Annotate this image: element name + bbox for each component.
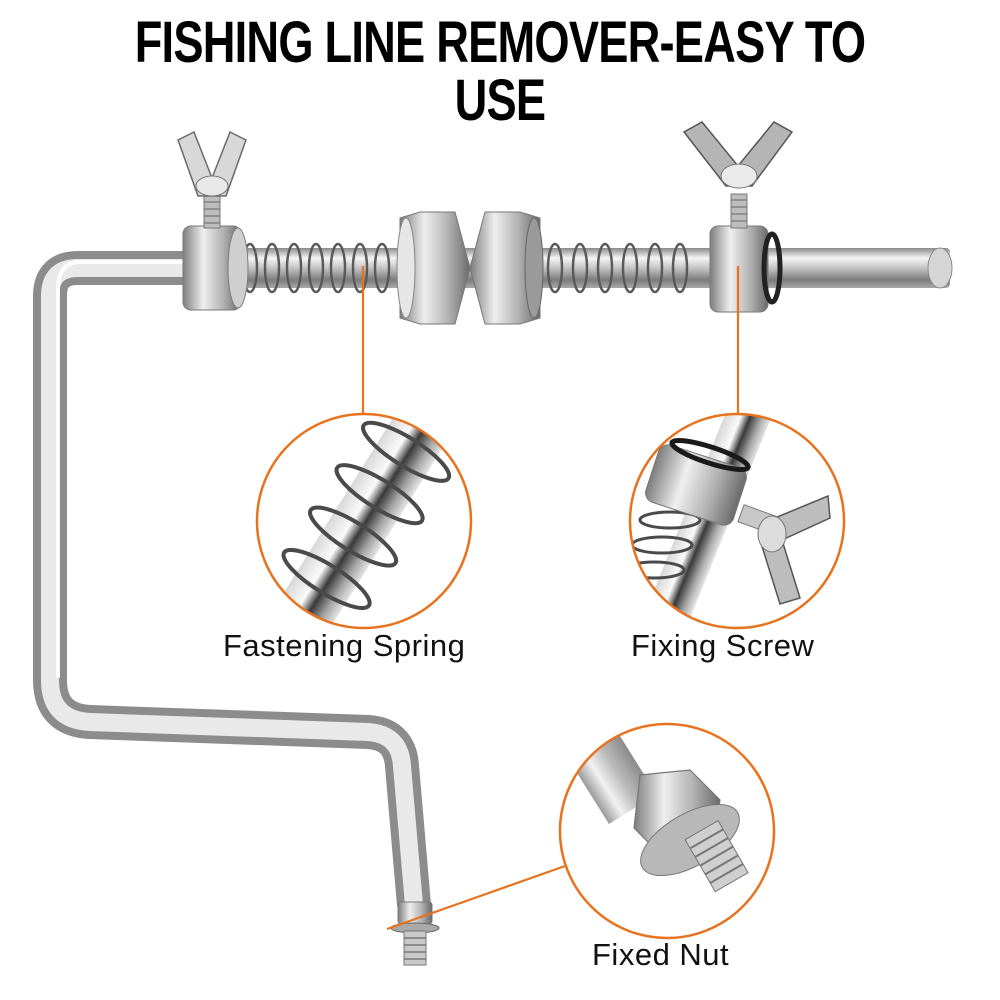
detail-circle-screw bbox=[628, 412, 846, 630]
callout-label-fixing-screw: Fixing Screw bbox=[631, 628, 815, 663]
leader-lines bbox=[361, 266, 740, 931]
spring-left bbox=[241, 242, 391, 294]
spring-right bbox=[546, 242, 689, 294]
right-wing-nut bbox=[682, 121, 794, 229]
leader-line-nut bbox=[386, 864, 566, 931]
callout-label-fastening-spring: Fastening Spring bbox=[223, 628, 466, 663]
left-wing-nut bbox=[177, 130, 247, 229]
fixed-nut bbox=[390, 901, 440, 966]
page-title: FISHING LINE REMOVER-EASY TO USE bbox=[134, 10, 866, 133]
center-spool bbox=[396, 211, 544, 325]
main-shaft bbox=[190, 247, 953, 289]
crank-handle bbox=[33, 251, 431, 907]
detail-circle-spring bbox=[255, 412, 473, 630]
callout-label-fixed-nut: Fixed Nut bbox=[592, 937, 730, 972]
detail-circle-nut bbox=[558, 722, 776, 940]
left-collar bbox=[182, 225, 249, 311]
